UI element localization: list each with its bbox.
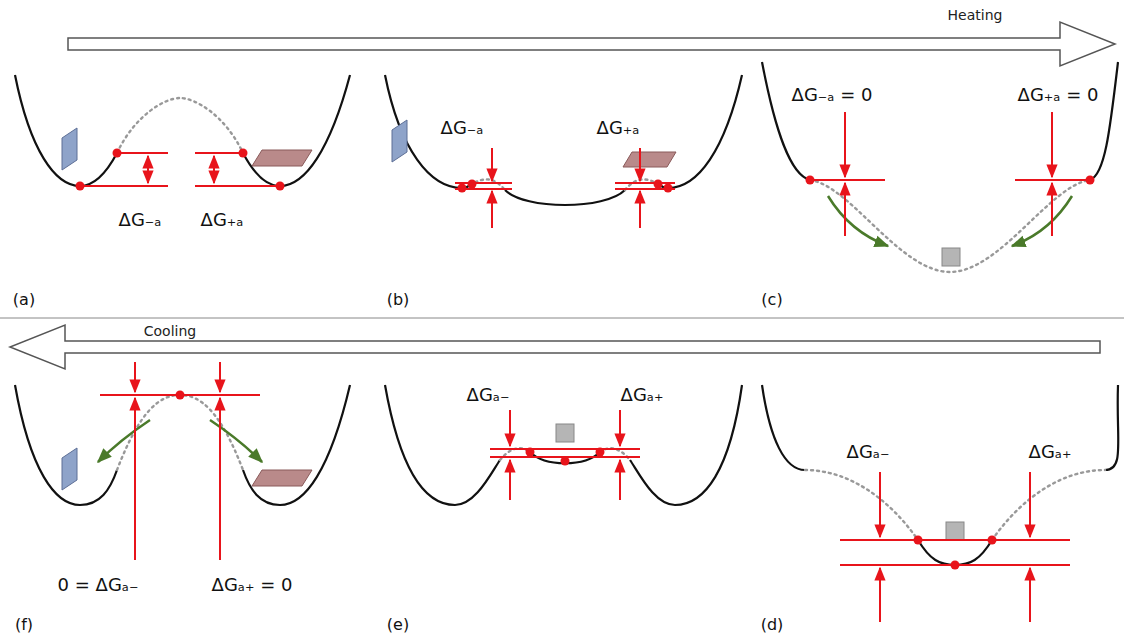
energy-barrier-label: ΔG₋ₐ	[119, 210, 162, 231]
red-crystal	[252, 150, 312, 166]
gray-square	[942, 248, 960, 266]
energy-barrier-label: 0 = ΔGₐ₋	[58, 575, 139, 596]
energy-barrier-label: ΔG₋ₐ	[441, 118, 484, 139]
panel-label: (b)	[387, 291, 410, 309]
gray-square	[556, 424, 574, 442]
state-dots	[76, 149, 1095, 570]
energy-barrier-label: ΔGₐ₋	[467, 385, 510, 406]
energy-barrier-label: ΔG₋ₐ = 0	[792, 85, 873, 106]
panel-label: (e)	[387, 616, 409, 634]
blue-crystal	[392, 120, 407, 162]
gray-square	[946, 522, 964, 540]
energy-barrier-label: ΔGₐ₊	[621, 385, 664, 406]
panel-label: (c)	[761, 291, 782, 309]
energy-barrier-label: ΔG₊ₐ = 0	[1018, 85, 1099, 106]
red-crystal	[252, 470, 312, 486]
energy-barrier-label: ΔG₊ₐ	[201, 210, 244, 231]
red-crystal	[623, 152, 676, 167]
energy-barrier-label: ΔGₐ₊	[1029, 442, 1072, 463]
divider	[0, 318, 1124, 319]
energy-barrier-label: ΔGₐ₋	[847, 442, 890, 463]
barrier-dotted	[117, 98, 1105, 540]
heating-arrow	[68, 22, 1115, 66]
transition-arrows	[98, 196, 1072, 462]
panel-label: (a)	[13, 291, 35, 309]
panel-label: (d)	[761, 616, 784, 634]
energy-levels	[80, 112, 1090, 622]
blue-crystal	[62, 128, 77, 170]
energy-barrier-label: ΔG₊ₐ	[597, 118, 640, 139]
energy-curves	[15, 62, 1118, 565]
direction-label: Heating	[948, 7, 1003, 23]
energy-barrier-label: ΔGₐ₊ = 0	[212, 575, 293, 596]
direction-label: Cooling	[144, 323, 196, 339]
blue-crystal	[62, 448, 77, 490]
panel-label: (f)	[15, 616, 33, 634]
